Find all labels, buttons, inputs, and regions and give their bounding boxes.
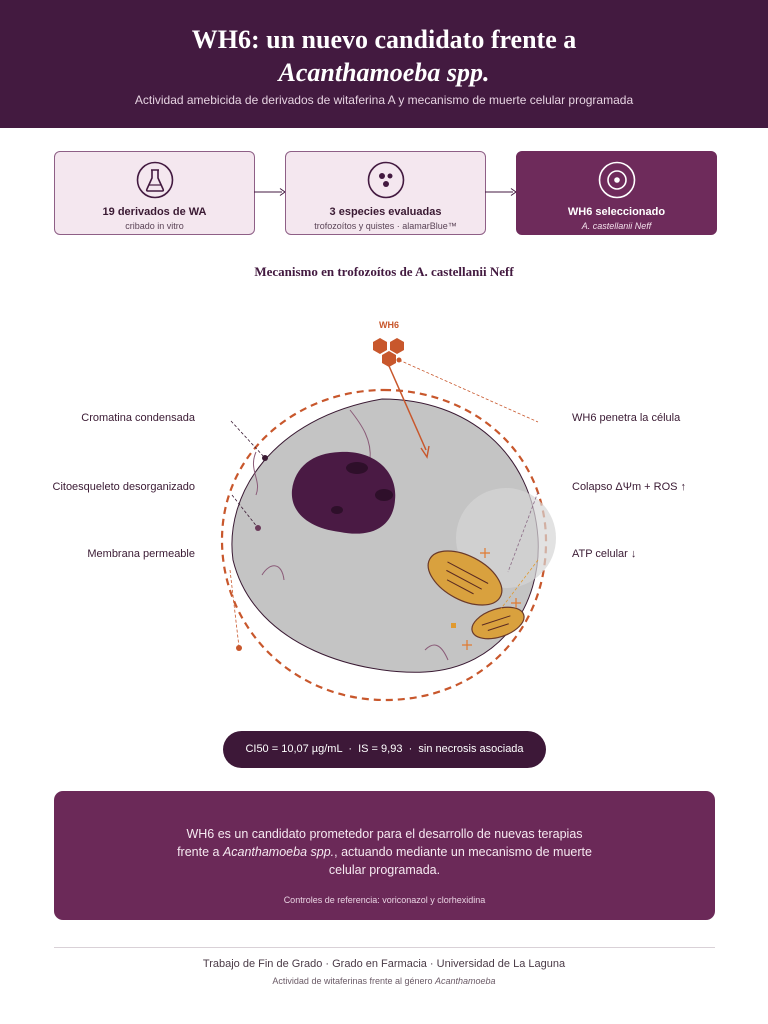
step-card-species: 3 especies evaluadas trofozoítos y quist… [285, 151, 486, 235]
label-cytoskeleton: Citoesqueleto desorganizado [52, 481, 196, 493]
footer-credit: Trabajo de Fin de Grado · Grado en Farma… [202, 958, 566, 970]
label-atp: ATP celular ↓ [572, 548, 637, 560]
target-icon [598, 161, 636, 199]
step-card-derivatives: 19 derivados de WA cribado in vitro [54, 151, 255, 235]
wh6-molecule [373, 338, 404, 367]
mechanism-title: Mecanismo en trofozoítos de A. castellan… [254, 264, 514, 279]
arrow-right-icon [485, 188, 517, 196]
outer-membrane [220, 388, 548, 702]
mitochondrion [471, 606, 525, 640]
metric-separator: · [348, 743, 352, 755]
header-banner: WH6: un nuevo candidato frente a Acantha… [0, 0, 768, 128]
step-desc: A. castellanii Neff [581, 221, 652, 231]
reference-controls: Controles de referencia: voriconazol y c… [283, 895, 486, 905]
step-desc: cribado in vitro [125, 221, 184, 231]
conclusion-text: WH6 es un candidato prometedor para el d… [174, 825, 595, 879]
label-chromatin: Cromatina condensada [81, 412, 195, 424]
footer-divider [54, 947, 715, 948]
arrow-right-icon [254, 188, 286, 196]
metric-separator: · [408, 743, 413, 755]
footer-subtitle: Actividad de witaferinas frente al géner… [0, 976, 768, 986]
compound-label: WH6 [379, 320, 399, 330]
label-membrane: Membrana permeable [87, 548, 195, 560]
conclusion-text-a: WH6 es un candidato prometedor para el d… [177, 827, 583, 859]
nucleus [291, 451, 396, 534]
step-title: WH6 seleccionado [567, 206, 666, 218]
footer-subtitle-prefix: Actividad de witaferinas frente al géner… [272, 976, 436, 986]
metric-necrosis: sin necrosis asociada [418, 743, 524, 755]
flask-icon [136, 161, 174, 199]
page-title-species: Acanthamoeba spp. [278, 58, 490, 87]
mitochondrion [427, 550, 503, 606]
page-title: WH6: un nuevo candidato frente a [191, 25, 577, 54]
page-subtitle: Actividad amebicida de derivados de wita… [134, 93, 634, 107]
cell-diagram: WH6 [220, 320, 556, 702]
conclusion-text-b: , actuando mediante un mecanismo de muer… [328, 845, 592, 877]
cells-icon [367, 161, 405, 199]
metric-ic50: CI50 = 10,07 µg/mL [245, 743, 343, 755]
conclusion-box: WH6 es un candidato prometedor para el d… [54, 791, 715, 920]
metrics-pill: CI50 = 10,07 µg/mL · IS = 9,93 · sin nec… [223, 731, 546, 768]
conclusion-species: Acanthamoeba spp. [222, 845, 335, 859]
footer-genus: Acanthamoeba [435, 976, 496, 986]
label-penetration: WH6 penetra la célula [572, 412, 681, 424]
step-title: 3 especies evaluadas [329, 206, 442, 218]
step-card-selected: WH6 seleccionado A. castellanii Neff [516, 151, 717, 235]
label-mitochondrial-collapse: Colapso ΔΨm + ROS ↑ [572, 481, 687, 493]
step-title: 19 derivados de WA [102, 206, 207, 218]
step-desc: trofozoítos y quistes · alamarBlue™ [314, 221, 457, 231]
metric-si: IS = 9,93 [358, 743, 403, 755]
